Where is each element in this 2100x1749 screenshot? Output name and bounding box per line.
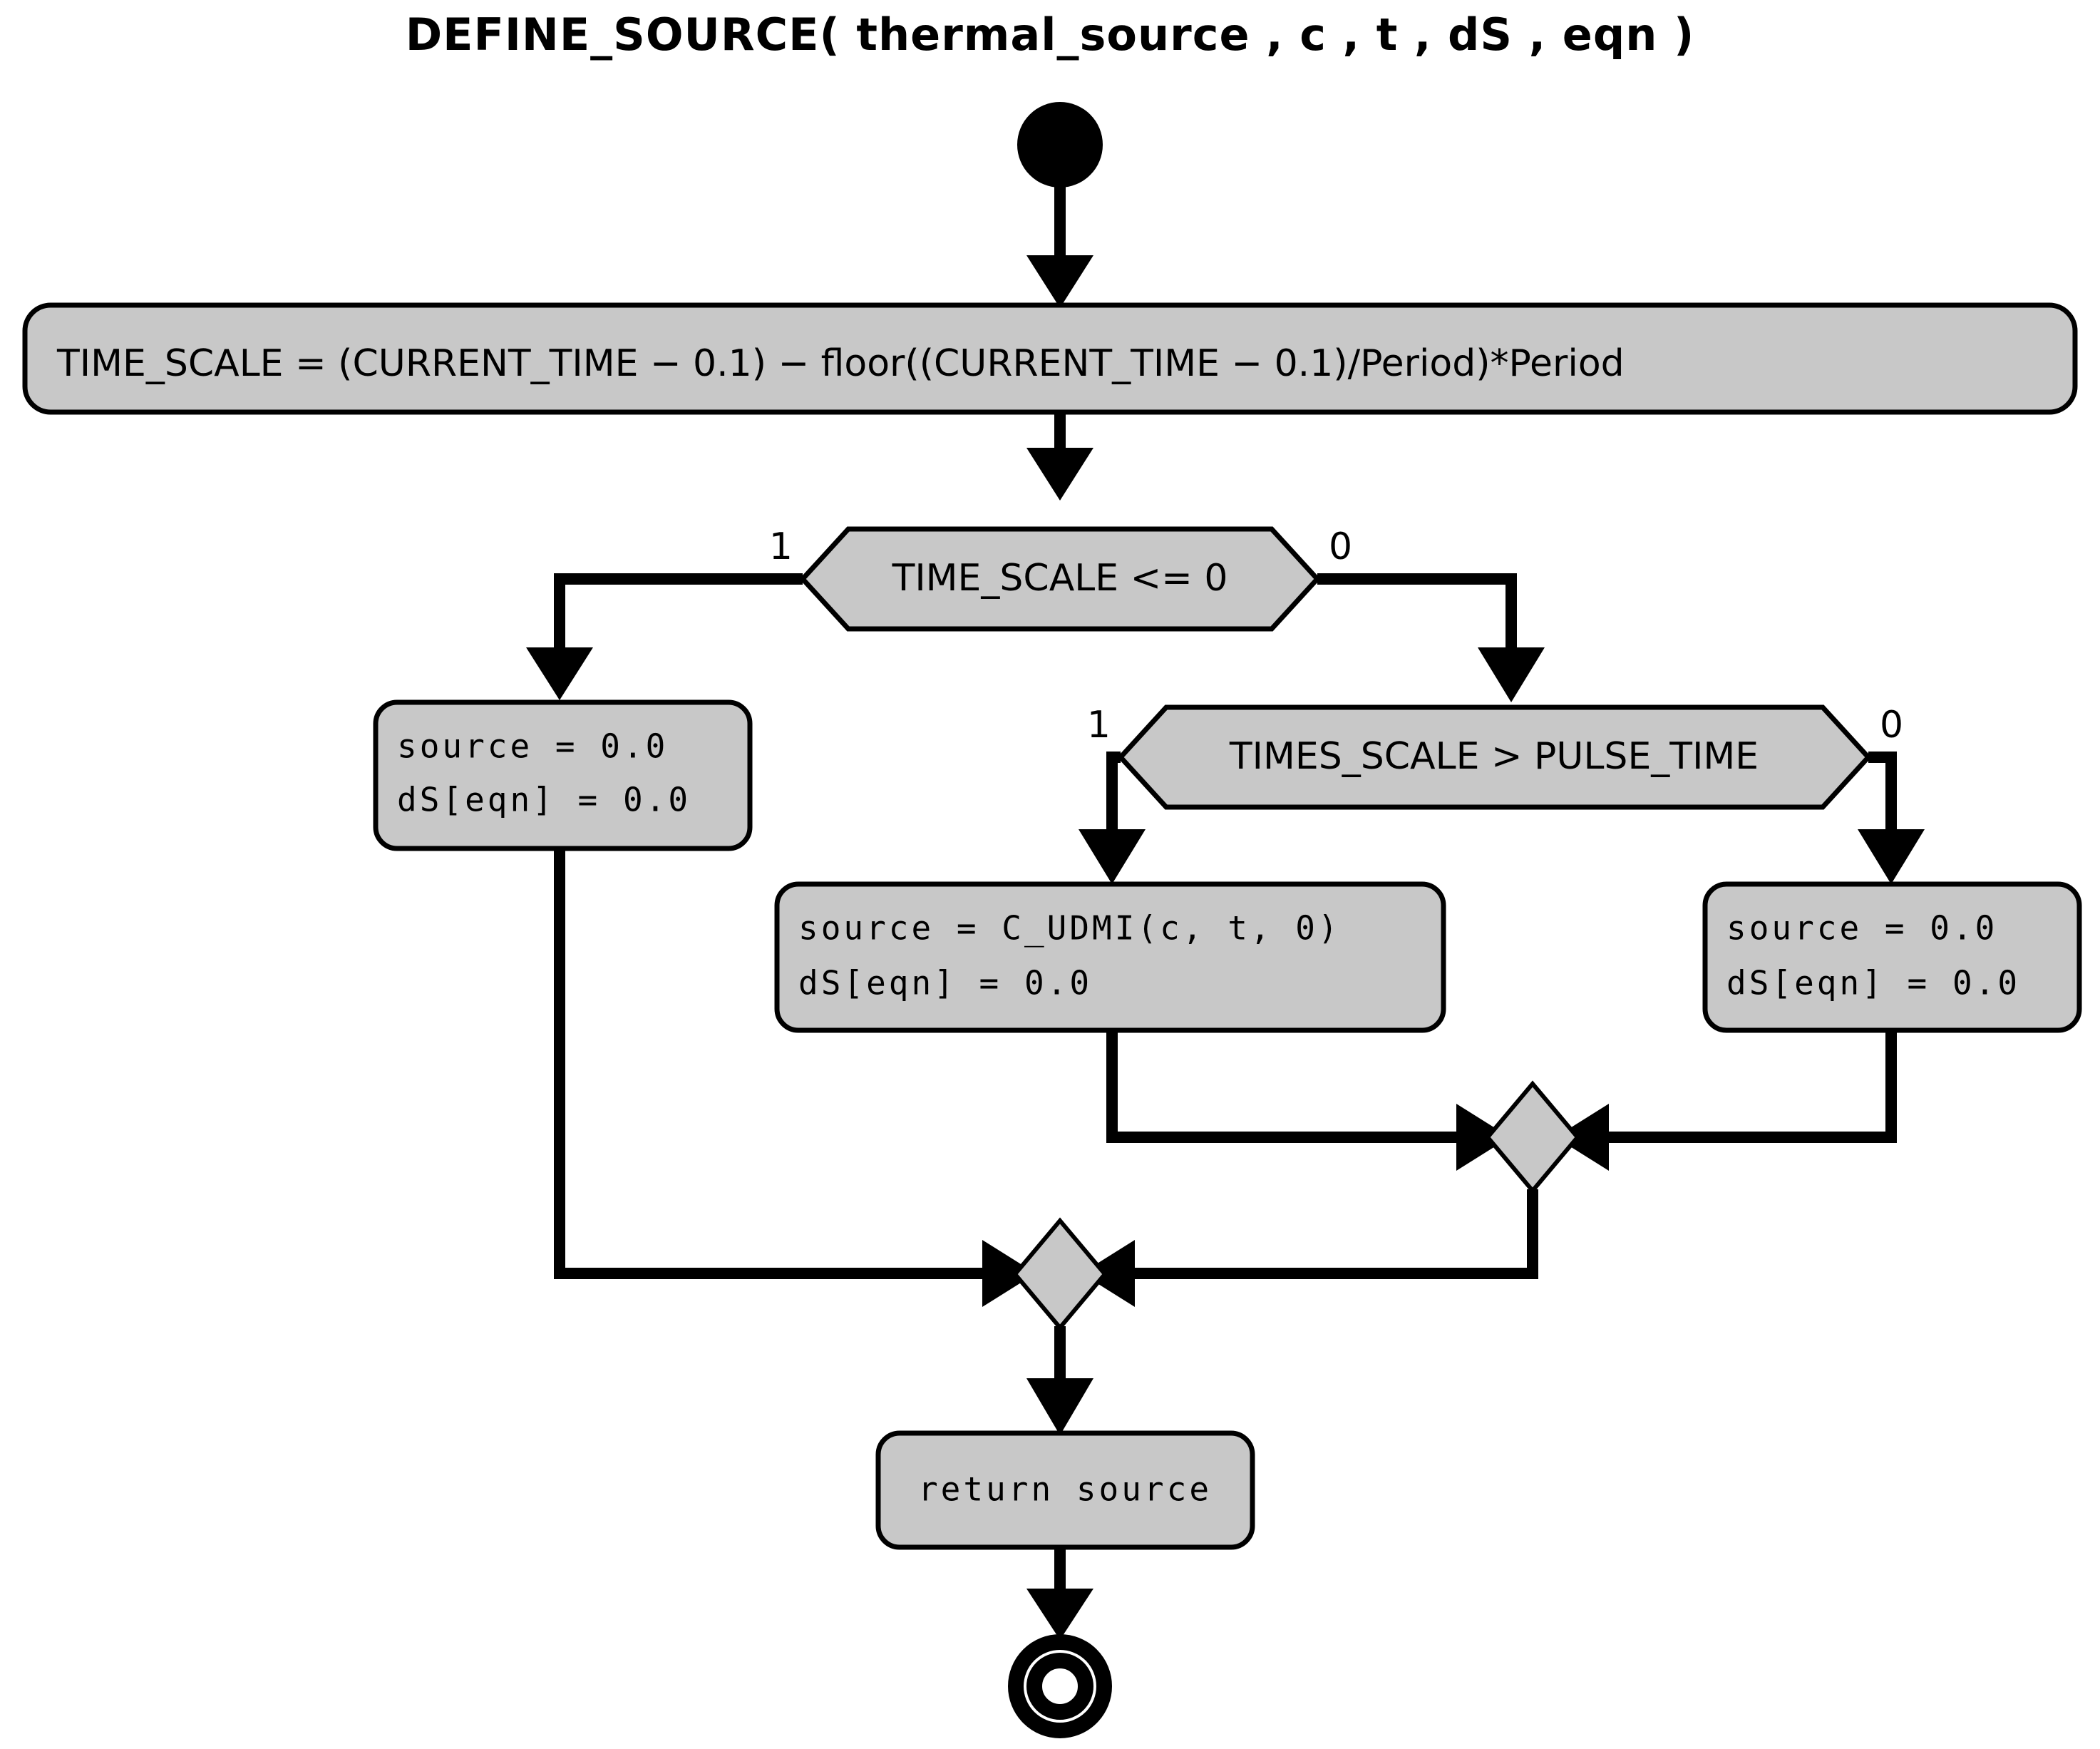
node-decision-time-scale[interactable]: TIME_SCALE <= 0 1 0 <box>769 525 1352 632</box>
decision-time-scale-label: TIME_SCALE <= 0 <box>892 557 1228 600</box>
arrowhead-merge-outer-to-return <box>1026 1378 1093 1435</box>
arrowhead-decision1-true <box>526 647 593 700</box>
connectors <box>526 185 1925 1640</box>
arrowhead-return-to-end <box>1026 1589 1093 1640</box>
assign-time-scale-box[interactable] <box>22 302 2078 415</box>
edge-udmi-to-merge-inner <box>1106 1029 1465 1143</box>
action-zero-right-line1: source = 0.0 <box>1726 909 1997 948</box>
decision-time-scale-shape[interactable] <box>799 526 1321 632</box>
arrowhead-decision1-false <box>1478 647 1545 702</box>
action-zero-left-line2: dS[eqn] = 0.0 <box>397 781 691 819</box>
action-zero-left-box[interactable] <box>373 699 753 851</box>
action-return-label: return source <box>918 1470 1212 1509</box>
arrowhead-start-to-assign <box>1026 255 1093 308</box>
merge-node-outer[interactable] <box>1012 1217 1108 1331</box>
merge-node-inner[interactable] <box>1485 1080 1580 1194</box>
arrowhead-udmi-to-merge-inner <box>1456 1104 1510 1171</box>
arrowhead-zeroright-to-merge-inner <box>1555 1104 1609 1171</box>
arrowhead-decision2-false <box>1858 829 1925 884</box>
action-udmi-box[interactable] <box>774 881 1446 1033</box>
edge-zeroright-to-merge-inner <box>1600 1029 1897 1143</box>
diagram-title: DEFINE_SOURCE( thermal_source , c , t , … <box>406 9 1695 61</box>
node-action-zero-right[interactable]: source = 0.0 dS[eqn] = 0.0 <box>1702 881 2082 1033</box>
decision-time-scale-false-label: 0 <box>1329 525 1352 568</box>
decision-pulse-time-false-label: 0 <box>1880 704 1903 747</box>
node-decision-pulse-time[interactable]: TIMES_SCALE > PULSE_TIME 1 0 <box>1087 704 1903 810</box>
action-udmi-line2: dS[eqn] = 0.0 <box>798 964 1092 1002</box>
node-action-udmi[interactable]: source = C_UDMI(c, t, 0) dS[eqn] = 0.0 <box>774 881 1446 1033</box>
start-node[interactable] <box>1017 102 1103 188</box>
assign-time-scale-label: TIME_SCALE = (CURRENT_TIME − 0.1) − floo… <box>56 342 1625 385</box>
decision-pulse-time-true-label: 1 <box>1087 704 1111 747</box>
arrowhead-merge-inner-to-merge-outer <box>1081 1240 1135 1307</box>
edge-zeroleft-to-merge-outer <box>554 848 991 1279</box>
decision-pulse-time-shape[interactable] <box>1117 704 1872 810</box>
edge-decision1-true <box>554 573 803 656</box>
action-zero-right-box[interactable] <box>1702 881 2082 1033</box>
action-zero-right-line2: dS[eqn] = 0.0 <box>1726 964 2020 1002</box>
node-assign-time-scale[interactable]: TIME_SCALE = (CURRENT_TIME − 0.1) − floo… <box>22 302 2078 415</box>
arrowhead-zeroleft-to-merge-outer <box>982 1240 1036 1307</box>
action-zero-left-line1: source = 0.0 <box>397 727 668 766</box>
edge-decision1-false <box>1317 573 1517 656</box>
edge-decision2-true <box>1106 752 1121 838</box>
edge-merge-inner-to-merge-outer <box>1126 1189 1538 1279</box>
end-node-inner-ring <box>1026 1653 1093 1720</box>
edge-decision2-false <box>1868 752 1897 838</box>
decision-pulse-time-label: TIMES_SCALE > PULSE_TIME <box>1229 735 1759 778</box>
end-node[interactable] <box>1008 1634 1112 1738</box>
arrowhead-decision2-true <box>1079 829 1146 884</box>
node-action-return[interactable]: return source <box>875 1430 1255 1550</box>
decision-time-scale-true-label: 1 <box>769 525 793 568</box>
action-return-box[interactable] <box>875 1430 1255 1550</box>
arrowhead-assign-to-decision1 <box>1026 448 1093 501</box>
node-action-zero-left[interactable]: source = 0.0 dS[eqn] = 0.0 <box>373 699 753 851</box>
end-node-outer-ring <box>1008 1634 1112 1738</box>
action-udmi-line1: source = C_UDMI(c, t, 0) <box>798 909 1341 948</box>
